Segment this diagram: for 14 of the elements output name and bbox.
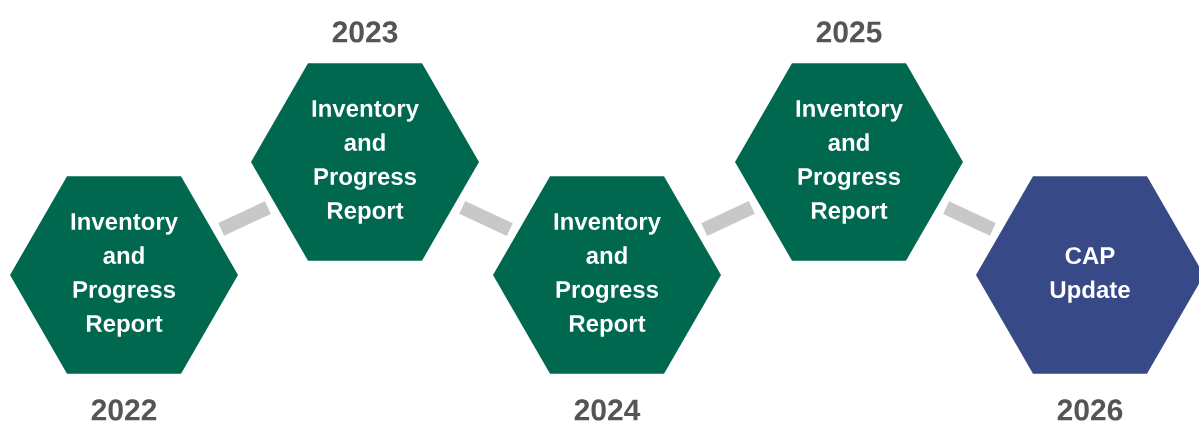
hexagon: Inventory and Progress Report [493, 176, 721, 374]
connector-bar [701, 201, 755, 236]
hexagon: CAP Update [976, 176, 1199, 374]
hexagon: Inventory and Progress Report [735, 63, 963, 261]
year-label: 2022 [91, 399, 157, 421]
year-label: 2025 [816, 21, 882, 43]
connector-bar [459, 201, 513, 236]
hexagon: Inventory and Progress Report [251, 63, 479, 261]
hexagon: Inventory and Progress Report [10, 176, 238, 374]
connector-bar [943, 201, 996, 236]
connector-bar [218, 201, 271, 236]
year-label: 2026 [1057, 399, 1123, 421]
year-label: 2023 [332, 21, 398, 43]
year-label: 2024 [574, 399, 641, 421]
